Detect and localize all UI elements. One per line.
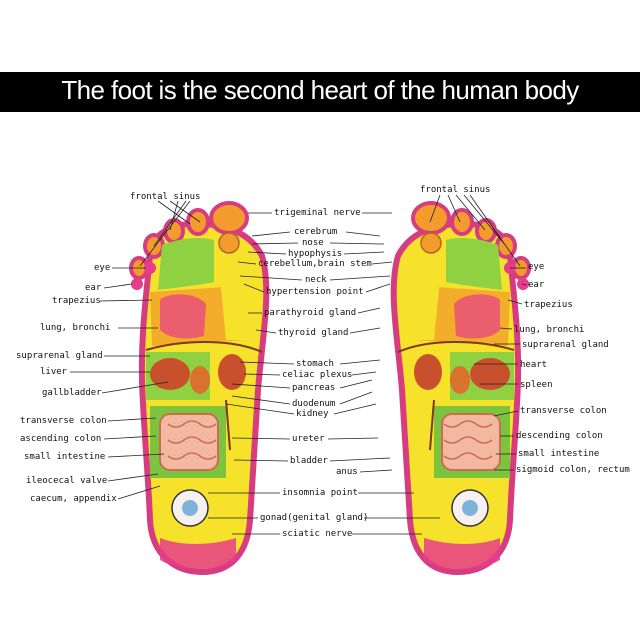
leader-left-small-intestine [107,453,165,458]
label-right-trapezius: trapezius [524,300,573,310]
leader-cerebrum [251,231,381,237]
label-left-liver: liver [40,367,68,377]
leader-thyroid [255,327,381,334]
leader-duodenum [231,391,373,405]
leader-stomach [239,359,381,365]
label-stomach: stomach [296,359,334,369]
leader-celiac [243,371,377,376]
label-right-suprarenal: suprarenal gland [522,340,609,350]
leader-left-ileocecal [107,473,159,482]
label-hypophysis: hypophysis [288,249,342,259]
leader-pancreas [231,379,373,389]
leader-left-ear [103,283,133,289]
leader-left-trapezius [99,299,153,302]
title-banner: The foot is the second heart of the huma… [0,72,640,112]
label-trigeminal: trigeminal nerve [274,208,361,218]
label-pancreas: pancreas [292,383,335,393]
leader-anus [359,469,393,473]
leader-left-ascending-colon [103,435,157,440]
label-parathyroid: parathyroid gland [264,308,356,318]
leader-nose [251,242,385,245]
leader-left-caecum [117,485,161,500]
label-left-ear: ear [85,283,102,293]
label-right-heart: heart [520,360,547,370]
leader-right-ear [521,283,527,286]
label-left-small-intestine: small intestine [24,452,105,462]
label-bladder: bladder [290,456,329,466]
leader-hypophysis [247,251,385,255]
label-sciatic: sciatic nerve [282,529,352,539]
left-labels: frontal sinus eye ear trapezius lung, br… [16,192,200,504]
label-left-lung: lung, bronchi [40,323,110,333]
label-cerebellum: cerebellum,brain stem [258,259,372,269]
label-thyroid: thyroid gland [278,328,348,338]
right-foot [394,203,529,572]
leader-left-transverse-colon [107,417,157,422]
leader-bladder [233,457,391,462]
label-hypertension: hypertension point [266,287,364,297]
label-left-eye: eye [94,263,110,273]
label-right-transverse-colon: transverse colon [520,406,607,416]
label-insomnia: insomnia point [282,488,358,498]
label-ureter: ureter [292,434,325,444]
leader-right-transverse-colon [493,410,519,417]
label-right-small-intestine: small intestine [518,449,599,459]
leader-kidney [225,403,377,415]
label-left-trapezius: trapezius [52,296,101,306]
label-right-ear: ear [528,280,545,290]
label-right-spleen: spleen [520,380,553,390]
label-left-ileocecal: ileocecal valve [26,476,107,486]
leader-cerebellum [237,261,393,265]
label-neck: neck [305,275,327,285]
label-left-gallbladder: gallbladder [42,388,102,398]
leader-hypertension [243,283,391,293]
leader-ureter [231,437,379,440]
leader-parathyroid [248,307,381,314]
leader-left-frontal-sinus [139,200,201,267]
leader-neck [239,275,391,281]
label-left-caecum: caecum, appendix [30,494,117,504]
leader-right-frontal-sinus [429,194,521,267]
label-anus: anus [336,467,358,477]
page-title: The foot is the second heart of the huma… [61,75,579,105]
label-right-descending-colon: descending colon [516,431,603,441]
label-right-sigmoid: sigmoid colon, rectum [516,465,630,475]
label-right-lung: lung, bronchi [514,325,584,335]
center-labels: trigeminal nerve cerebrum nose hypophysi… [208,208,440,539]
left-foot [131,203,266,572]
label-right-frontal-sinus: frontal sinus [420,185,490,195]
label-duodenum: duodenum [292,399,335,409]
label-cerebrum: cerebrum [294,227,337,237]
label-celiac: celiac plexus [282,370,352,380]
label-gonad: gonad(genital gland) [260,513,368,523]
leader-right-trapezius [507,299,523,305]
label-left-transverse-colon: transverse colon [20,416,107,426]
leader-left-gallbladder [101,381,169,394]
label-left-suprarenal: suprarenal gland [16,351,103,361]
label-left-ascending-colon: ascending colon [20,434,101,444]
label-left-frontal-sinus: frontal sinus [130,192,200,202]
right-labels: frontal sinus eye ear trapezius lung, br… [420,185,630,475]
label-kidney: kidney [296,409,329,419]
label-right-eye: eye [528,262,544,272]
leader-right-lung [499,327,513,330]
label-nose: nose [302,238,324,248]
